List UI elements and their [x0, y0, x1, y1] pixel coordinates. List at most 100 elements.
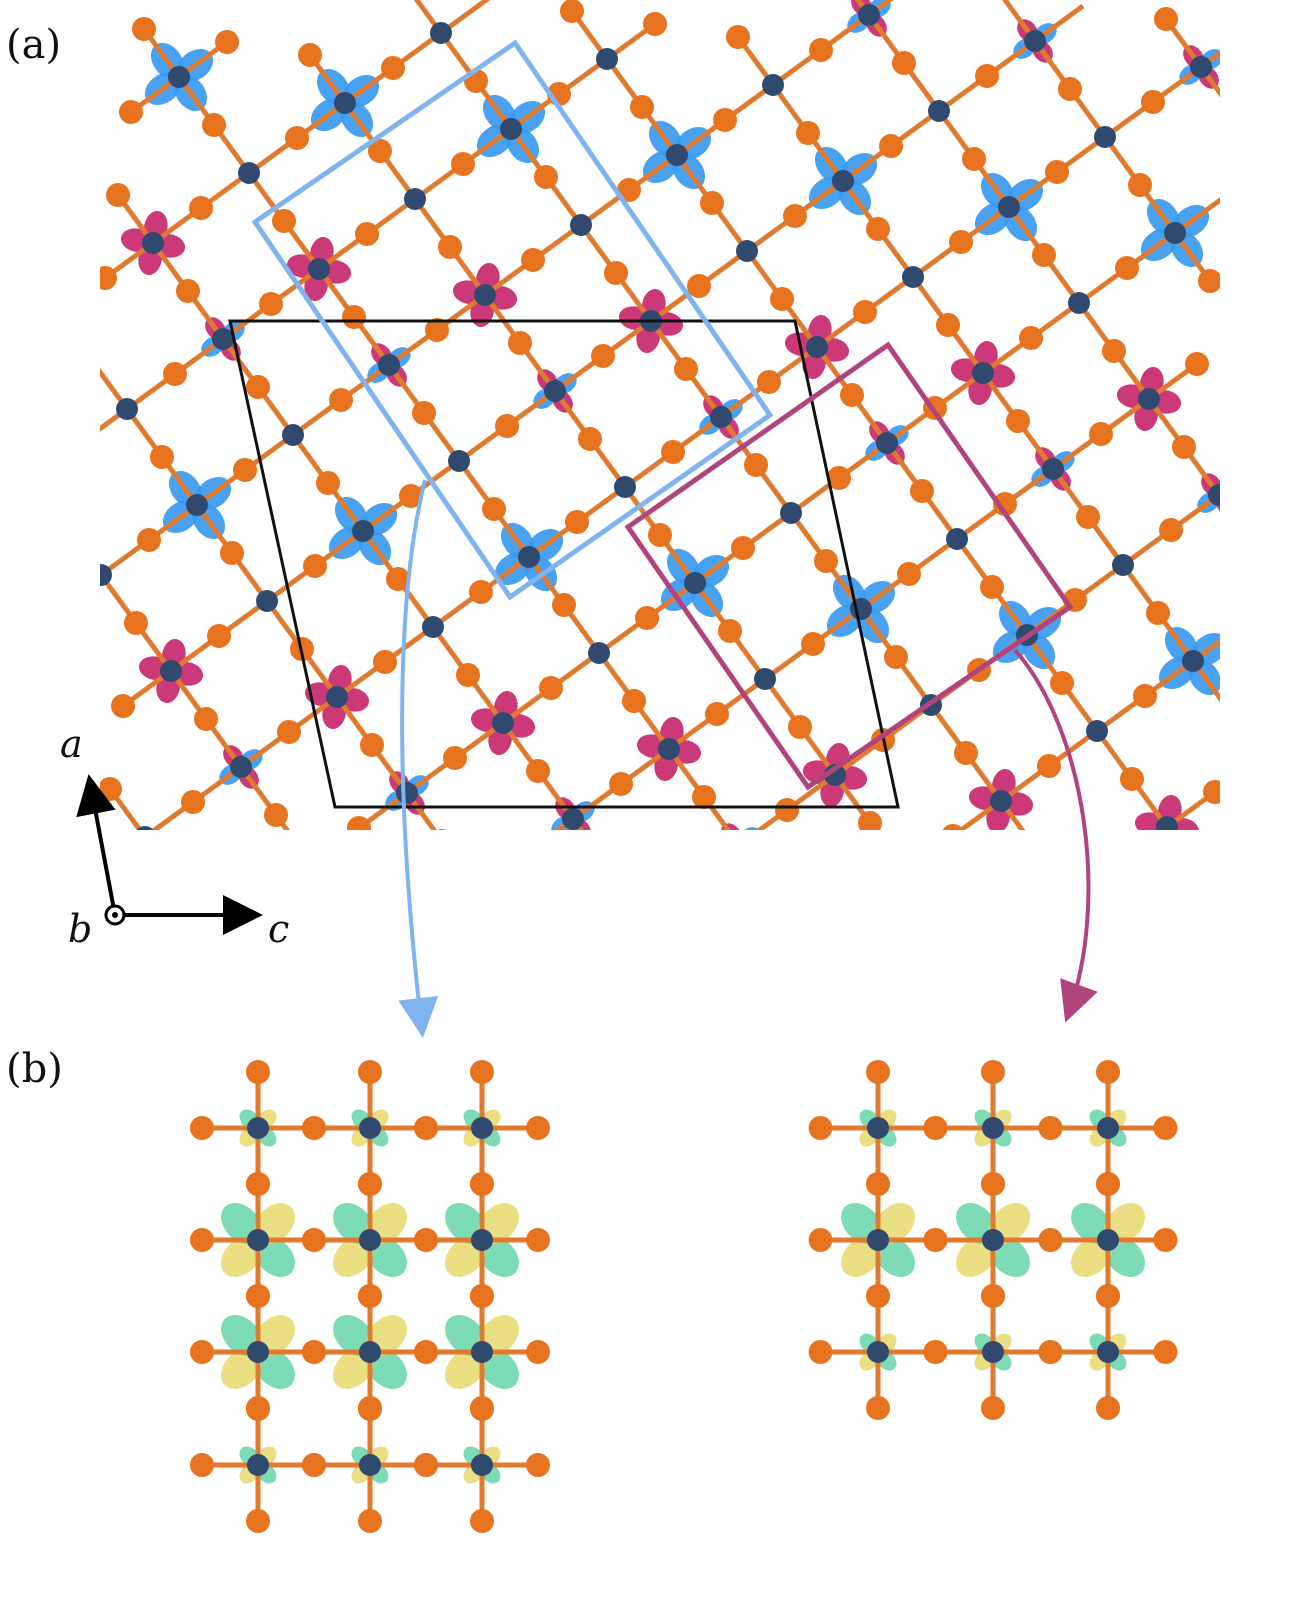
- ligand-atom: [100, 777, 122, 801]
- metal-atom: [1182, 650, 1204, 672]
- ligand-atom: [775, 798, 799, 822]
- panel-a-label: (a): [6, 22, 61, 68]
- ligand-atom: [1024, 837, 1048, 861]
- ligand-atom: [1089, 422, 1113, 446]
- metal-atom: [1024, 30, 1046, 52]
- ligand-atom: [853, 300, 877, 324]
- ligand-atom: [892, 51, 916, 75]
- ligand-atom: [482, 497, 506, 521]
- metal-atom: [247, 1117, 269, 1139]
- metal-atom: [990, 790, 1012, 812]
- ligand-atom: [399, 484, 423, 508]
- ligand-atom: [272, 209, 296, 233]
- metal-atom: [359, 1117, 381, 1139]
- ligand-atom: [246, 1509, 270, 1533]
- metal-atom: [212, 328, 234, 350]
- ligand-atom: [277, 720, 301, 744]
- ligand-atom: [1185, 352, 1209, 376]
- metal-atom: [736, 240, 758, 262]
- metal-atom: [1097, 1341, 1119, 1363]
- ligand-atom: [246, 1060, 270, 1084]
- metal-atom: [300, 852, 322, 874]
- ligand-atom: [687, 274, 711, 298]
- ligand-atom: [801, 632, 825, 656]
- ligand-atom: [942, 824, 964, 830]
- metal-atom: [1164, 222, 1186, 244]
- blue-arrow: [398, 479, 439, 1038]
- metal-atom: [832, 170, 854, 192]
- ligand-atom: [1032, 243, 1056, 267]
- metal-atom: [334, 92, 356, 114]
- metal-atom: [1156, 816, 1178, 830]
- metal-atom: [471, 1341, 493, 1363]
- ligand-atom: [190, 1228, 214, 1252]
- ligand-atom: [770, 287, 794, 311]
- ligand-atom: [414, 1228, 438, 1252]
- ligand-atom: [414, 1453, 438, 1477]
- ligand-atom: [705, 702, 729, 726]
- ligand-atom: [215, 30, 239, 54]
- metal-atom: [728, 834, 750, 856]
- metal-atom: [500, 118, 522, 140]
- ligand-atom: [643, 12, 667, 36]
- panel-b-right-structure: [808, 1060, 1178, 1420]
- bond: [739, 845, 774, 893]
- ligand-atom: [358, 1060, 382, 1084]
- ligand-atom: [358, 1397, 382, 1421]
- ligand-atom: [534, 165, 558, 189]
- ligand-atom: [246, 1172, 270, 1196]
- ligand-atom: [1107, 850, 1131, 874]
- ligand-atom: [443, 746, 467, 770]
- ligand-atom: [302, 1116, 326, 1140]
- ligand-atom: [1203, 780, 1220, 804]
- magenta-arrow: [1013, 648, 1098, 1023]
- ligand-atom: [246, 1397, 270, 1421]
- orbital-lobe: [1152, 826, 1177, 830]
- metal-atom: [471, 1229, 493, 1251]
- ligand-atom: [207, 624, 231, 648]
- ligand-atom: [1159, 518, 1183, 542]
- ligand-atom: [1045, 160, 1069, 184]
- metal-atom: [142, 232, 164, 254]
- ligand-atom: [456, 663, 480, 687]
- ligand-atom: [1038, 1228, 1063, 1252]
- ligand-atom: [565, 510, 589, 534]
- metal-atom: [230, 756, 252, 778]
- ligand-atom: [954, 741, 978, 765]
- ligand-atom: [808, 1340, 833, 1364]
- ligand-atom: [1120, 767, 1144, 791]
- metal-atom: [614, 476, 636, 498]
- ligand-atom: [137, 528, 161, 552]
- ligand-atom: [425, 318, 449, 342]
- ligand-atom: [1154, 7, 1178, 31]
- bond: [1217, 491, 1220, 497]
- metal-atom: [684, 572, 706, 594]
- ligand-atom: [119, 100, 143, 124]
- ligand-atom: [910, 479, 934, 503]
- axis-legend: a b c: [60, 722, 289, 951]
- ligand-atom: [897, 562, 921, 586]
- ligand-atom: [578, 427, 602, 451]
- metal-atom: [448, 450, 470, 472]
- ligand-atom: [521, 248, 545, 272]
- metal-atom: [982, 1341, 1004, 1363]
- ligand-atom: [596, 855, 620, 879]
- metal-atom: [596, 48, 618, 70]
- metal-atom: [867, 1117, 889, 1139]
- ligand-atom: [981, 1172, 1005, 1196]
- ligand-atom: [1153, 1228, 1178, 1252]
- metal-atom: [754, 668, 776, 690]
- bond: [352, 825, 361, 830]
- blue-selection-box: [251, 39, 774, 601]
- ligand-atom: [470, 1509, 494, 1533]
- ligand-atom: [163, 362, 187, 386]
- ligand-atom: [1038, 1116, 1063, 1140]
- metal-atom: [136, 826, 154, 830]
- ligand-atom: [700, 191, 724, 215]
- axis-a-arrow: [76, 774, 117, 916]
- metal-atom: [1097, 1229, 1119, 1251]
- ligand-atom: [508, 331, 532, 355]
- metal-atom: [1112, 554, 1134, 576]
- ligand-atom: [1019, 326, 1043, 350]
- ligand-atom: [526, 1453, 550, 1477]
